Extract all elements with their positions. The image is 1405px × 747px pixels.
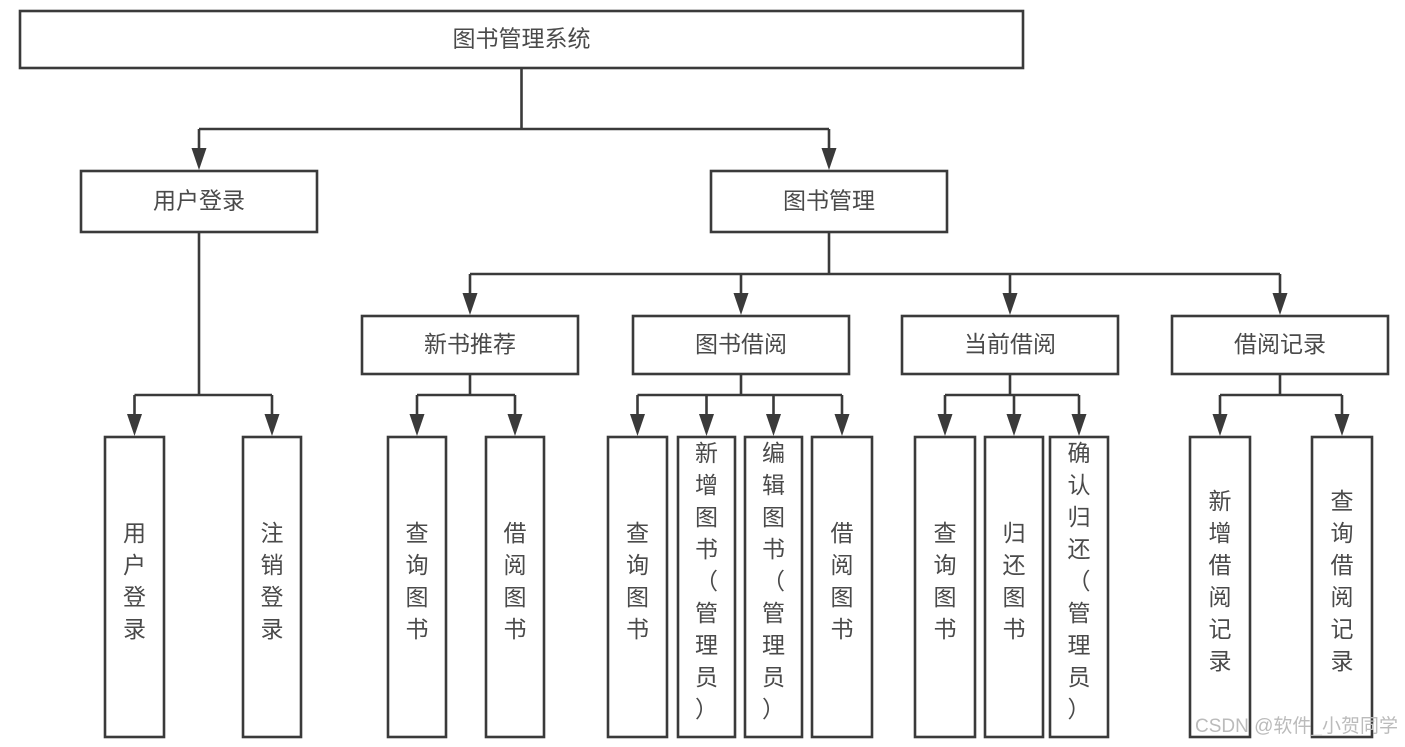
node-leaf-edit-book[interactable]: 编辑图书（管理员） [743, 435, 804, 739]
connector-group-borrow-record [1212, 374, 1350, 436]
node-box-leaf-return-book [983, 435, 1045, 739]
node-label-borrow-record: 借阅记录 [1234, 331, 1326, 357]
node-layer: 图书管理系统用户登录图书管理新书推荐图书借阅当前借阅借阅记录用户登录注销登录查询… [18, 9, 1390, 739]
node-box-leaf-logout [241, 435, 303, 739]
node-box-leaf-query-book-2 [606, 435, 669, 739]
node-box-leaf-add-record [1188, 435, 1252, 739]
node-box-leaf-borrow-book-2 [810, 435, 874, 739]
node-current-borrow[interactable]: 当前借阅 [900, 314, 1120, 376]
node-label-leaf-borrow-book-1: 借阅图书 [504, 520, 527, 642]
node-root[interactable]: 图书管理系统 [18, 9, 1025, 70]
node-label-leaf-add-book: 新增图书（管理员） [695, 440, 718, 722]
node-leaf-add-record[interactable]: 新增借阅记录 [1188, 435, 1252, 739]
connector-group-new-book-rec [409, 374, 523, 436]
node-leaf-confirm-return[interactable]: 确认归还（管理员） [1048, 435, 1110, 739]
node-label-leaf-add-record: 新增借阅记录 [1209, 488, 1232, 674]
node-label-new-book-rec: 新书推荐 [424, 331, 516, 357]
node-label-leaf-user-login: 用户登录 [123, 520, 146, 642]
node-box-root [18, 9, 1025, 70]
node-leaf-query-record[interactable]: 查询借阅记录 [1310, 435, 1374, 739]
node-borrow-record[interactable]: 借阅记录 [1170, 314, 1390, 376]
node-box-book-manage [709, 169, 949, 234]
node-label-leaf-edit-book: 编辑图书（管理员） [762, 440, 785, 722]
node-box-new-book-rec [360, 314, 580, 376]
node-leaf-add-book[interactable]: 新增图书（管理员） [676, 435, 737, 739]
node-box-leaf-query-record [1310, 435, 1374, 739]
node-leaf-logout[interactable]: 注销登录 [241, 435, 303, 739]
node-box-leaf-borrow-book-1 [484, 435, 546, 739]
node-leaf-borrow-book-2[interactable]: 借阅图书 [810, 435, 874, 739]
node-leaf-return-book[interactable]: 归还图书 [983, 435, 1045, 739]
node-label-leaf-query-book-2: 查询图书 [626, 520, 649, 642]
node-book-borrow[interactable]: 图书借阅 [631, 314, 851, 376]
node-box-current-borrow [900, 314, 1120, 376]
node-label-user-login: 用户登录 [153, 188, 245, 214]
node-label-leaf-query-book-3: 查询图书 [934, 520, 957, 642]
connector-group-book-manage [462, 232, 1288, 315]
node-leaf-borrow-book-1[interactable]: 借阅图书 [484, 435, 546, 739]
node-box-book-borrow [631, 314, 851, 376]
node-label-root: 图书管理系统 [453, 26, 591, 52]
connector-group-current-borrow [937, 374, 1087, 436]
node-box-borrow-record [1170, 314, 1390, 376]
connector-layer [127, 68, 1350, 436]
node-leaf-user-login[interactable]: 用户登录 [103, 435, 166, 739]
connector-group-user-login [127, 232, 280, 436]
connector-group-root [191, 68, 837, 170]
node-label-leaf-borrow-book-2: 借阅图书 [831, 520, 854, 642]
connector-group-book-borrow [630, 374, 850, 436]
node-label-leaf-query-book-1: 查询图书 [406, 520, 429, 642]
node-box-leaf-query-book-1 [386, 435, 448, 739]
node-leaf-query-book-1[interactable]: 查询图书 [386, 435, 448, 739]
node-label-leaf-query-record: 查询借阅记录 [1331, 488, 1354, 674]
node-user-login[interactable]: 用户登录 [79, 169, 319, 234]
node-box-user-login [79, 169, 319, 234]
node-box-leaf-user-login [103, 435, 166, 739]
node-leaf-query-book-2[interactable]: 查询图书 [606, 435, 669, 739]
node-label-current-borrow: 当前借阅 [964, 331, 1056, 357]
csdn-watermark: CSDN @软件_小贺同学 [1195, 715, 1398, 737]
node-label-book-borrow: 图书借阅 [695, 331, 787, 357]
node-leaf-query-book-3[interactable]: 查询图书 [913, 435, 977, 739]
node-label-book-manage: 图书管理 [783, 188, 875, 214]
node-box-leaf-confirm-return [1048, 435, 1110, 739]
node-box-leaf-query-book-3 [913, 435, 977, 739]
node-label-leaf-logout: 注销登录 [261, 520, 284, 642]
node-label-leaf-confirm-return: 确认归还（管理员） [1068, 440, 1091, 722]
node-new-book-rec[interactable]: 新书推荐 [360, 314, 580, 376]
node-box-leaf-add-book [676, 435, 737, 739]
node-box-leaf-edit-book [743, 435, 804, 739]
node-book-manage[interactable]: 图书管理 [709, 169, 949, 234]
node-label-leaf-return-book: 归还图书 [1003, 520, 1026, 642]
